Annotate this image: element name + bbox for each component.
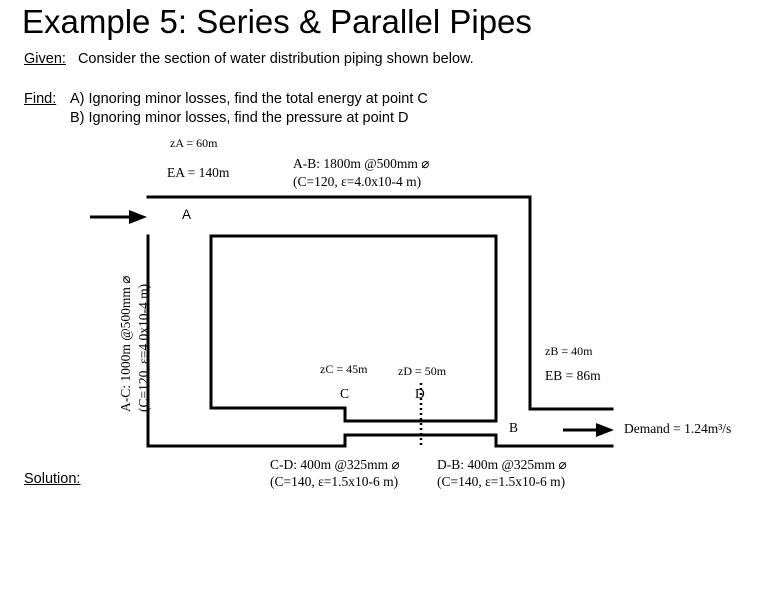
db-pipe-label-line2: (C=140, ε=1.5x10-6 m) — [437, 474, 566, 489]
find-item-a: A) Ignoring minor losses, find the total… — [70, 91, 428, 107]
eb-label: EB = 86m — [545, 368, 601, 383]
zb-label: zB = 40m — [545, 344, 593, 358]
ea-label: EA = 140m — [167, 165, 230, 180]
ac-pipe-label-line2: (C=120, ε=4.0x10-4 m) — [136, 283, 151, 412]
page-title: Example 5: Series & Parallel Pipes — [22, 3, 532, 40]
demand-label: Demand = 1.24m³/s — [624, 421, 732, 436]
ab-pipe-label-line2: (C=120, ε=4.0x10-4 m) — [293, 174, 422, 189]
pipe-ab-top-outer — [146, 195, 614, 411]
point-d-label: D — [415, 386, 425, 401]
db-pipe-label-line1: D-B: 400m @325mm ⌀ — [437, 457, 567, 472]
demand-arrow — [563, 423, 614, 437]
find-label: Find: — [24, 91, 57, 107]
inflow-arrow — [90, 210, 147, 224]
ac-pipe-label-line1: A-C: 1000m @500mm ⌀ — [118, 275, 133, 412]
given-text: Consider the section of water distributi… — [77, 51, 474, 67]
zc-label: zC = 45m — [320, 362, 368, 376]
pipe-loop-inner — [209, 234, 498, 423]
cd-pipe-label-line2: (C=140, ε=1.5x10-6 m) — [270, 474, 399, 489]
point-c-label: C — [340, 386, 350, 401]
given-label: Given: — [24, 51, 66, 67]
point-b-label: B — [509, 420, 519, 435]
cd-pipe-label-line1: C-D: 400m @325mm ⌀ — [270, 457, 400, 472]
zd-label: zD = 50m — [398, 364, 447, 378]
point-a-label: A — [182, 207, 192, 222]
za-label: zA = 60m — [170, 136, 218, 150]
pipe-ac-bottom-outer — [146, 234, 614, 448]
ab-pipe-label-line1: A-B: 1800m @500mm ⌀ — [293, 156, 430, 171]
given-row: Given: Consider the section of water dis… — [24, 51, 474, 67]
solution-label: Solution: — [24, 471, 81, 487]
find-item-b: B) Ignoring minor losses, find the press… — [70, 110, 409, 126]
